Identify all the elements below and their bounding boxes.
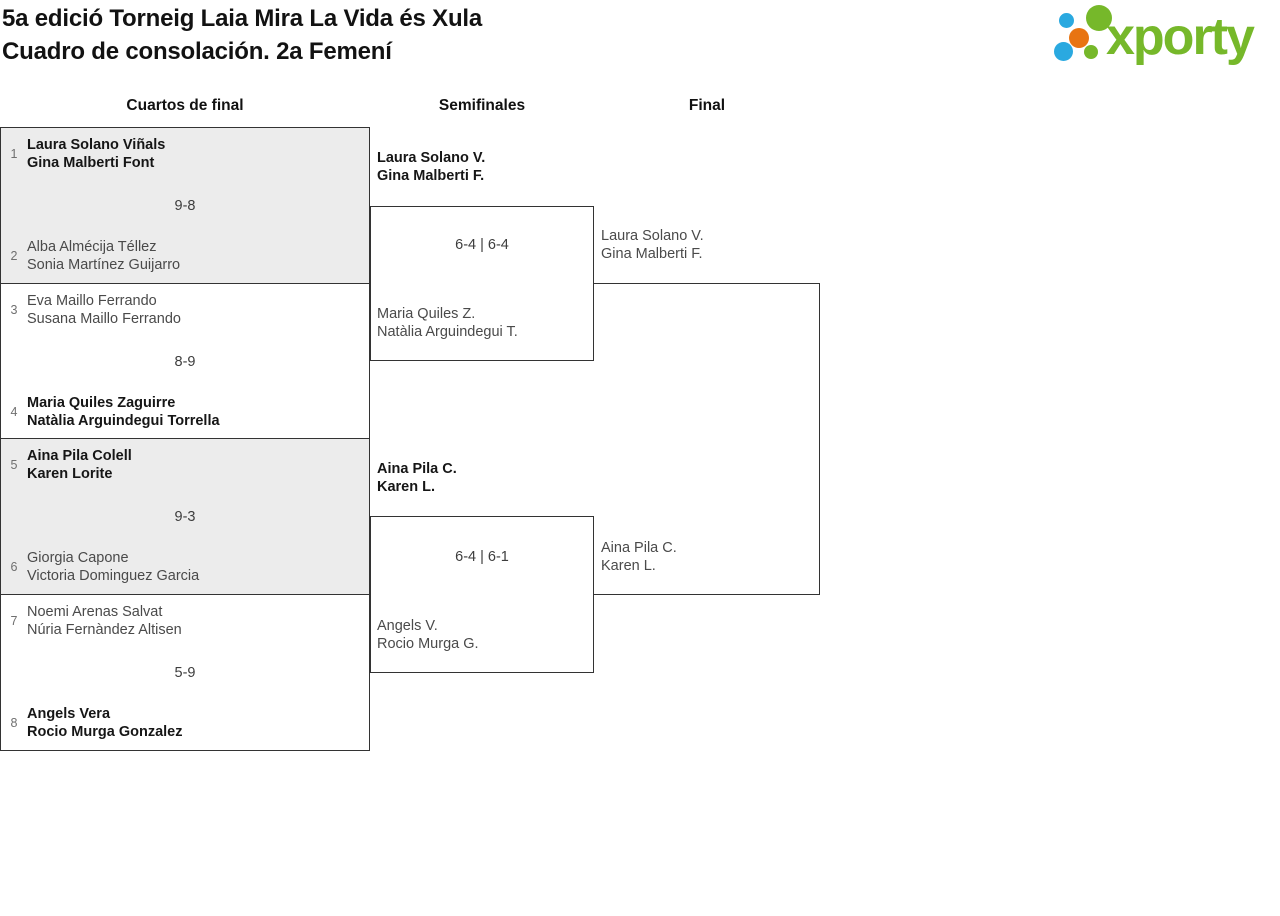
match-semifinal-2-box	[370, 516, 594, 673]
match-score: 6-4 | 6-4	[455, 237, 509, 253]
match-score: 6-4 | 6-1	[455, 549, 509, 565]
title-line-2: Cuadro de consolación. 2a Femení	[2, 38, 392, 65]
team-names: Aina Pila Colell Karen Lorite	[27, 447, 132, 483]
player-name: Sonia Martínez Guijarro	[27, 257, 181, 273]
player-name: Angels Vera	[27, 706, 111, 722]
logo-dot-green-small-icon	[1084, 45, 1098, 59]
player-name: Karen L.	[601, 558, 656, 574]
player-name: Maria Quiles Zaguirre	[27, 395, 176, 411]
team-row: 6 Giorgia Capone Victoria Dominguez Garc…	[6, 549, 200, 585]
player-name: Gina Malberti F.	[377, 168, 485, 184]
player-name: Eva Maillo Ferrando	[27, 293, 157, 309]
seed-number: 6	[10, 560, 18, 574]
match-quarterfinal-1: 1 Laura Solano Viñals Gina Malberti Font…	[0, 127, 370, 284]
match-quarterfinal-2: 3 Eva Maillo Ferrando Susana Maillo Ferr…	[0, 283, 370, 439]
team-names: Eva Maillo Ferrando Susana Maillo Ferran…	[27, 292, 181, 328]
player-name: Susana Maillo Ferrando	[27, 311, 181, 327]
title-line-1: 5a edició Torneig Laia Mira La Vida és X…	[2, 5, 483, 32]
player-name: Natàlia Arguindegui Torrella	[27, 413, 220, 429]
player-name: Noemi Arenas Salvat	[27, 604, 163, 620]
player-name: Laura Solano V.	[377, 150, 486, 166]
seed-number: 7	[10, 614, 18, 628]
round-header-final: Final	[688, 97, 726, 114]
player-name: Aina Pila Colell	[27, 448, 132, 464]
page-title: 5a edició Torneig Laia Mira La Vida és X…	[2, 2, 482, 68]
team-names: Giorgia Capone Victoria Dominguez Garcia	[27, 549, 199, 585]
logo-dot-blue-medium-icon	[1054, 42, 1073, 61]
match-score: 8-9	[174, 354, 196, 370]
team-names: Laura Solano Viñals Gina Malberti Font	[27, 136, 165, 172]
team-names: Angels Vera Rocio Murga Gonzalez	[27, 705, 183, 741]
seed-number: 5	[10, 458, 18, 472]
semifinal-1-bottom-team: Maria Quiles Z. Natàlia Arguindegui T.	[377, 305, 518, 341]
player-name: Laura Solano V.	[601, 228, 704, 244]
player-name: Alba Almécija Téllez	[27, 239, 157, 255]
seed-number: 2	[10, 249, 18, 263]
seed-number: 1	[10, 147, 18, 161]
semifinal-2-bottom-team: Angels V. Rocio Murga G.	[377, 617, 479, 653]
player-name: Natàlia Arguindegui T.	[377, 324, 518, 340]
logo-dot-blue-small-icon	[1059, 13, 1074, 28]
logo-dot-green-large-icon	[1086, 5, 1112, 31]
xporty-logo[interactable]: xporty	[1048, 0, 1278, 72]
player-name: Angels V.	[377, 618, 438, 634]
team-names: Maria Quiles Zaguirre Natàlia Arguindegu…	[27, 394, 220, 430]
semifinal-1-top-team: Laura Solano V. Gina Malberti F.	[377, 149, 485, 185]
seed-number: 3	[10, 303, 18, 317]
team-row: 1 Laura Solano Viñals Gina Malberti Font	[6, 136, 166, 172]
team-row: 4 Maria Quiles Zaguirre Natàlia Arguinde…	[6, 394, 220, 430]
team-names: Alba Almécija Téllez Sonia Martínez Guij…	[27, 238, 180, 274]
player-name: Gina Malberti F.	[601, 246, 703, 262]
seed-number: 8	[10, 716, 18, 730]
team-row: 7 Noemi Arenas Salvat Núria Fernàndez Al…	[6, 603, 182, 639]
player-name: Victoria Dominguez Garcia	[27, 568, 200, 584]
logo-wordmark: xporty	[1106, 8, 1255, 66]
logo-dot-orange-icon	[1069, 28, 1089, 48]
seed-number: 4	[10, 405, 18, 419]
team-names: Noemi Arenas Salvat Núria Fernàndez Alti…	[27, 603, 182, 639]
player-name: Rocio Murga Gonzalez	[27, 724, 183, 740]
match-quarterfinal-3: 5 Aina Pila Colell Karen Lorite 9-3 6 Gi…	[0, 438, 370, 595]
final-top-team: Laura Solano V. Gina Malberti F.	[601, 227, 704, 263]
semifinal-2-top-team: Aina Pila C. Karen L.	[377, 460, 457, 496]
team-row: 8 Angels Vera Rocio Murga Gonzalez	[6, 705, 183, 741]
match-quarterfinal-4: 7 Noemi Arenas Salvat Núria Fernàndez Al…	[0, 594, 370, 751]
match-score: 9-8	[174, 198, 196, 214]
player-name: Maria Quiles Z.	[377, 306, 476, 322]
player-name: Gina Malberti Font	[27, 155, 155, 171]
match-score: 9-3	[174, 509, 196, 525]
match-final-box	[594, 283, 820, 595]
team-row: 2 Alba Almécija Téllez Sonia Martínez Gu…	[6, 238, 181, 274]
player-name: Rocio Murga G.	[377, 636, 479, 652]
match-semifinal-1-box	[370, 206, 594, 361]
match-score: 5-9	[174, 665, 196, 681]
player-name: Karen L.	[377, 479, 436, 495]
team-row: 5 Aina Pila Colell Karen Lorite	[6, 447, 132, 483]
round-header-semifinals: Semifinales	[438, 97, 526, 114]
player-name: Núria Fernàndez Altisen	[27, 622, 182, 638]
player-name: Giorgia Capone	[27, 550, 129, 566]
player-name: Karen Lorite	[27, 466, 113, 482]
player-name: Aina Pila C.	[601, 540, 677, 556]
team-row: 3 Eva Maillo Ferrando Susana Maillo Ferr…	[6, 292, 181, 328]
final-bottom-team: Aina Pila C. Karen L.	[601, 539, 677, 575]
player-name: Laura Solano Viñals	[27, 137, 166, 153]
player-name: Aina Pila C.	[377, 461, 457, 477]
round-header-quarterfinals: Cuartos de final	[126, 97, 244, 114]
